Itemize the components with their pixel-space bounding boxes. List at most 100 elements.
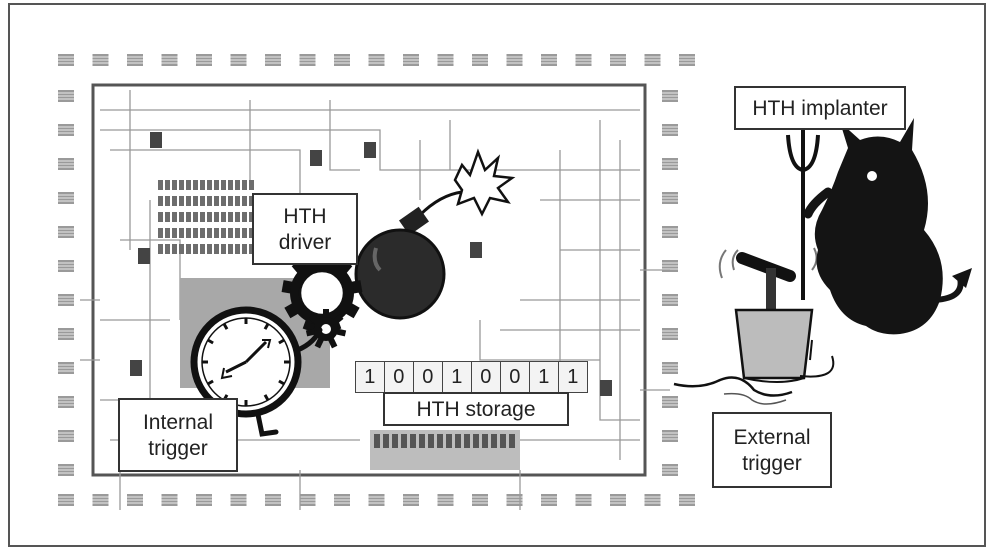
bond-pad xyxy=(58,158,74,170)
external-trigger-line-1: External xyxy=(714,425,830,451)
bond-pad xyxy=(58,226,74,238)
logic-cell xyxy=(179,180,184,190)
logic-cell xyxy=(158,212,163,222)
logic-cell xyxy=(158,228,163,238)
logic-cell xyxy=(228,196,233,206)
bond-pad xyxy=(662,192,678,204)
logic-cell xyxy=(200,196,205,206)
memory-cell xyxy=(482,434,488,448)
logic-cell xyxy=(158,244,163,254)
bond-pad xyxy=(472,54,488,66)
logic-cell xyxy=(158,180,163,190)
explosion-icon xyxy=(455,152,512,214)
internal-trigger-line-1: Internal xyxy=(120,410,236,436)
bond-pad xyxy=(58,396,74,408)
bond-pad xyxy=(58,90,74,102)
storage-bit: 0 xyxy=(384,361,415,393)
bond-pad xyxy=(369,54,385,66)
bond-pad xyxy=(162,494,178,506)
bond-pad xyxy=(58,362,74,374)
storage-bit: 0 xyxy=(413,361,444,393)
hth-storage-bits: 10010011 xyxy=(356,361,588,393)
logic-cell xyxy=(207,212,212,222)
logic-cell xyxy=(172,244,177,254)
chip-component xyxy=(138,248,150,264)
bond-pad xyxy=(58,192,74,204)
logic-cell xyxy=(221,180,226,190)
bond-pad xyxy=(162,54,178,66)
chip-component xyxy=(130,360,142,376)
memory-cell xyxy=(410,434,416,448)
bond-pad xyxy=(127,54,143,66)
logic-cell xyxy=(228,228,233,238)
external-trigger-label: External trigger xyxy=(712,412,832,488)
logic-cell xyxy=(165,244,170,254)
logic-cell xyxy=(179,228,184,238)
storage-bit: 1 xyxy=(355,361,386,393)
bond-pad xyxy=(662,90,678,102)
bond-pad xyxy=(58,464,74,476)
bond-pad xyxy=(403,494,419,506)
detonator-plunger-icon xyxy=(674,248,833,404)
bond-pad xyxy=(662,430,678,442)
logic-cell xyxy=(221,228,226,238)
logic-cell xyxy=(186,244,191,254)
logic-cell xyxy=(228,180,233,190)
chip-component xyxy=(150,132,162,148)
bond-pad xyxy=(265,54,281,66)
memory-cell xyxy=(491,434,497,448)
hth-driver-label: HTH driver xyxy=(252,193,358,265)
chip-component xyxy=(310,150,322,166)
logic-cell xyxy=(214,196,219,206)
memory-cell xyxy=(446,434,452,448)
bond-pad xyxy=(645,54,661,66)
bond-pad xyxy=(438,494,454,506)
bond-pad xyxy=(231,494,247,506)
logic-cell xyxy=(200,180,205,190)
bond-pad xyxy=(662,362,678,374)
logic-cell xyxy=(242,244,247,254)
bond-pad xyxy=(93,54,109,66)
bond-pad xyxy=(662,124,678,136)
logic-cell xyxy=(235,180,240,190)
logic-cell xyxy=(235,196,240,206)
logic-cell xyxy=(193,244,198,254)
logic-cell xyxy=(179,196,184,206)
logic-cell xyxy=(207,196,212,206)
logic-cell xyxy=(172,228,177,238)
chip-component xyxy=(470,242,482,258)
bond-pad xyxy=(58,54,74,66)
logic-cell xyxy=(221,244,226,254)
bond-pad xyxy=(196,494,212,506)
bond-pad xyxy=(334,494,350,506)
bond-pad xyxy=(58,494,74,506)
memory-cell xyxy=(455,434,461,448)
bond-pad xyxy=(610,494,626,506)
memory-cell xyxy=(464,434,470,448)
bond-pad xyxy=(472,494,488,506)
bond-pad xyxy=(58,294,74,306)
logic-cell xyxy=(228,212,233,222)
logic-cell xyxy=(214,180,219,190)
logic-cell xyxy=(193,228,198,238)
logic-cell xyxy=(165,212,170,222)
bond-pad xyxy=(438,54,454,66)
bond-pad xyxy=(369,494,385,506)
bond-pad xyxy=(231,54,247,66)
logic-cell xyxy=(242,196,247,206)
bond-pad xyxy=(610,54,626,66)
memory-cell xyxy=(401,434,407,448)
logic-cell xyxy=(165,228,170,238)
external-trigger-line-2: trigger xyxy=(714,451,830,477)
logic-cell xyxy=(186,180,191,190)
memory-cell xyxy=(437,434,443,448)
bond-pad xyxy=(93,494,109,506)
logic-cell xyxy=(207,180,212,190)
bond-pad xyxy=(196,54,212,66)
bond-pad xyxy=(403,54,419,66)
logic-cell xyxy=(172,212,177,222)
memory-cell xyxy=(473,434,479,448)
bond-pad xyxy=(576,54,592,66)
storage-bit: 1 xyxy=(529,361,560,393)
bond-pad xyxy=(662,328,678,340)
